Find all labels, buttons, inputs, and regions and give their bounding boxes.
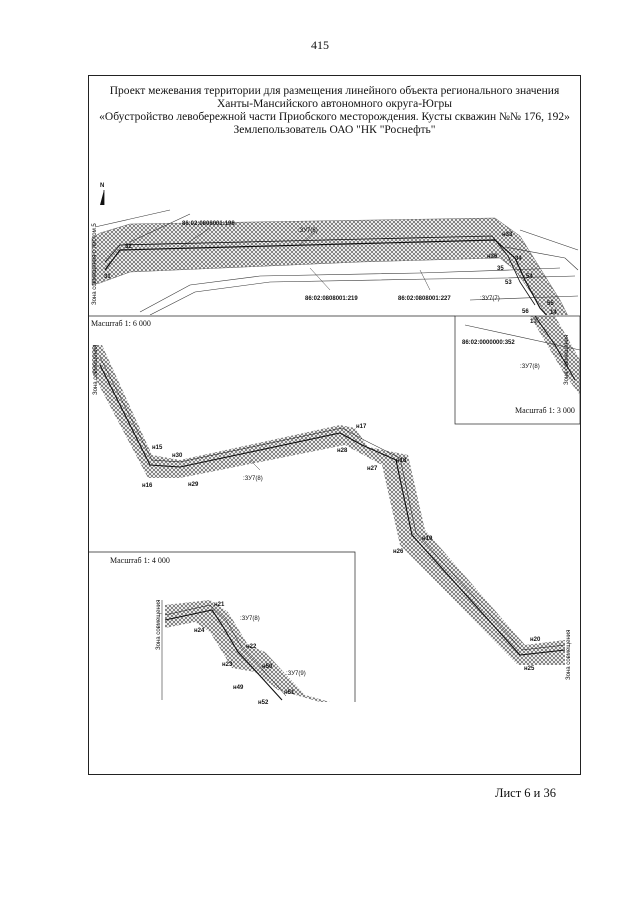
- point-n18: н18: [396, 458, 407, 464]
- road-line: [94, 209, 171, 228]
- road-line: [519, 229, 579, 251]
- point-n17: н17: [356, 424, 367, 430]
- title-line-1: Проект межевания территории для размещен…: [109, 85, 560, 97]
- hatched-zone-inset: [530, 316, 580, 395]
- parcel-label-zu8-main: :ЗУ7(8): [243, 476, 263, 482]
- parcel-label-zu9: :ЗУ7(9): [286, 671, 306, 677]
- parcel-label-zu8-inset4000: :ЗУ7(8): [240, 616, 260, 622]
- point-n29: н29: [188, 482, 199, 488]
- zone-label-3: Зона совмещения: [93, 345, 99, 395]
- point-14: 14: [550, 310, 557, 316]
- hatched-zone-top: [91, 217, 568, 315]
- inset-frame-4000: [89, 551, 356, 702]
- point-n23: н23: [222, 662, 233, 668]
- point-n22: н22: [246, 644, 257, 650]
- point-34: 34: [515, 256, 522, 262]
- road-line: [139, 267, 561, 313]
- point-32: 32: [125, 244, 132, 250]
- road-line: [129, 213, 191, 243]
- hatched-zone-inset4000: [165, 600, 330, 702]
- point-n52: н52: [258, 700, 269, 706]
- route-axis-inset4000: [164, 609, 283, 701]
- point-n50: н50: [262, 664, 273, 670]
- cadastral-number-219: 86:02:0808001:219: [305, 296, 358, 302]
- parcel-boundary: [104, 235, 536, 306]
- cadastral-number-198: 86:02:0808001:198: [182, 221, 235, 227]
- road-line: [469, 295, 579, 301]
- parcel-label-zu7: :ЗУ7(7): [480, 296, 500, 302]
- point-n49: н49: [233, 685, 244, 691]
- point-n26: н26: [393, 549, 404, 555]
- page-number: 415: [311, 38, 329, 52]
- point-n30: н30: [172, 453, 183, 459]
- point-35: 35: [497, 266, 504, 272]
- north-arrow-icon: [100, 190, 105, 205]
- point-n33: н33: [502, 232, 513, 238]
- route-edge-inset4000: [164, 604, 287, 697]
- point-53: 53: [505, 280, 512, 286]
- road-line: [149, 275, 576, 315]
- point-n51: н51: [284, 690, 295, 696]
- parcel-label-zu8-inset: :ЗУ7(8): [520, 364, 540, 370]
- cadastral-number-227: 86:02:0808001:227: [398, 296, 451, 302]
- parcel-boundary: [104, 239, 548, 315]
- top-strip-map: [91, 209, 579, 315]
- point-n16: н16: [142, 483, 153, 489]
- north-label: N: [100, 183, 104, 189]
- point-n19: н19: [422, 536, 433, 542]
- title-line-2: Ханты-Мансийского автономного округа-Югр…: [216, 98, 453, 110]
- point-55: 55: [547, 301, 554, 307]
- point-n20: н20: [530, 637, 541, 643]
- road-line: [504, 246, 579, 271]
- point-56: 56: [522, 309, 529, 315]
- scale-label-6000: Масштаб 1: 6 000: [91, 319, 151, 328]
- title-line-4: Землепользователь ОАО "НК "Роснефть": [233, 124, 436, 136]
- route-edge-main: [99, 356, 566, 651]
- point-n27: н27: [367, 466, 378, 472]
- point-n28: н28: [337, 448, 348, 454]
- point-n15: н15: [152, 445, 163, 451]
- title-line-3: «Обустройство левобережной части Приобск…: [99, 111, 570, 123]
- zone-label-4: Зона совмещения: [566, 630, 572, 680]
- parcel-label-zu6: :ЗУ7(6): [298, 228, 318, 234]
- point-n21: н21: [214, 602, 225, 608]
- point-31: 31: [104, 274, 111, 280]
- zone-label-2: Зона совмещения: [564, 335, 570, 385]
- cadastral-number-352: 86:02:0000000:352: [462, 340, 515, 346]
- zone-label-1: Зона совмещения с листом 5: [92, 223, 98, 305]
- point-n36: н36: [487, 254, 498, 260]
- point-54: 54: [526, 274, 533, 280]
- scale-label-4000: Масштаб 1: 4 000: [110, 556, 170, 565]
- hatched-zone-main: [92, 345, 565, 665]
- scale-label-3000: Масштаб 1: 3 000: [515, 406, 575, 415]
- point-n24: н24: [194, 628, 205, 634]
- map-frame: [88, 75, 581, 775]
- zone-label-5: Зона совмещения: [156, 600, 162, 650]
- sheet-label: Лист 6 и 36: [495, 786, 556, 800]
- point-n25: н25: [524, 666, 535, 672]
- route-axis-main: [99, 364, 566, 656]
